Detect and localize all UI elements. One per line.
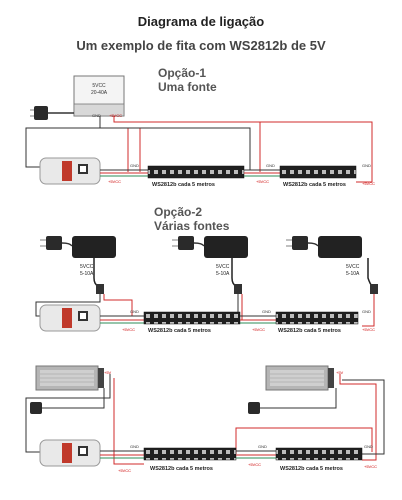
option-2-title: Opção-2: [154, 205, 203, 219]
mains-plug: [30, 106, 74, 120]
adapter-current-label: 5-10A: [80, 271, 94, 277]
plus5vcc-label: +5VCC: [108, 179, 121, 184]
option-1-diagram: 5VCC 20-40A GND +5VCC GND: [25, 75, 375, 188]
led-strip: [275, 311, 359, 325]
metal-power-supply: [265, 365, 334, 391]
gnd-label: GND: [362, 163, 371, 168]
adapter-voltage-label: 5VCC: [346, 264, 360, 270]
plus5v-label: +5V: [104, 370, 112, 375]
gnd-label: GND: [130, 444, 139, 449]
plus5vcc-label: +5VCC: [122, 327, 135, 332]
gnd-label: GND: [262, 309, 271, 314]
mains-plug: [30, 402, 42, 414]
gnd-label: GND: [266, 163, 275, 168]
plus5vcc-label: +5VCC: [364, 464, 377, 469]
power-supply-unit: 5VCC 20-40A GND +5VCC: [73, 75, 125, 118]
power-adapter: 5VCC 5-10A: [40, 236, 116, 294]
led-strip: [275, 447, 363, 461]
power-adapter: 5VCC 5-10A: [172, 236, 248, 294]
psu-gnd-label: GND: [92, 113, 101, 118]
led-strip: [143, 447, 237, 461]
psu-5vcc-label: +5VCC: [109, 113, 122, 118]
led-strip: [147, 165, 245, 179]
gnd-label: GND: [130, 163, 139, 168]
plus5vcc-label: +5VCC: [362, 181, 375, 186]
plus5v-label: +5V: [336, 370, 344, 375]
gnd-label: GND: [362, 309, 371, 314]
metal-power-supply: [35, 365, 104, 391]
strip-label: WS2812b cada 5 metros: [283, 182, 346, 188]
diagram-title: Diagrama de ligação: [137, 14, 265, 29]
gnd-label: GND: [258, 444, 267, 449]
plus5vcc-label: +5VCC: [362, 327, 375, 332]
plus5vcc-label: +5VCC: [252, 327, 265, 332]
adapter-voltage-label: 5VCC: [80, 264, 94, 270]
plus5vcc-label: +5VCC: [256, 179, 269, 184]
adapter-voltage-label: 5VCC: [216, 264, 230, 270]
strip-label: WS2812b cada 5 metros: [152, 182, 215, 188]
gnd-label: GND: [364, 444, 373, 449]
plus5vcc-label: +5VCC: [118, 468, 131, 473]
psu-current-label: 20-40A: [91, 90, 108, 96]
led-strip: [279, 165, 357, 179]
option-3-diagram: +5V +5V GND +5V: [25, 365, 385, 473]
option-1-heading: Opção-1 Uma fonte: [158, 66, 217, 94]
power-adapter: 5VCC 5-10A: [286, 236, 378, 294]
adapter-current-label: 5-10A: [216, 271, 230, 277]
strip-label: WS2812b cada 5 metros: [148, 328, 211, 334]
controller-box: [39, 439, 101, 467]
adapter-current-label: 5-10A: [346, 271, 360, 277]
strip-label: WS2812b cada 5 metros: [280, 466, 343, 472]
plus5vcc-label: +5VCC: [248, 462, 261, 467]
option-2-diagram: 5VCC 5-10A 5VCC 5-10A 5VCC 5-10A: [35, 236, 378, 334]
strip-label: WS2812b cada 5 metros: [150, 466, 213, 472]
option-2-subtitle: Várias fontes: [154, 219, 230, 233]
psu-voltage-label: 5VCC: [92, 83, 106, 89]
option-2-heading: Opção-2 Várias fontes: [154, 205, 229, 233]
strip-label: WS2812b cada 5 metros: [278, 328, 341, 334]
mains-plug: [248, 402, 260, 414]
gnd-label: GND: [130, 309, 139, 314]
controller-box: [39, 157, 101, 185]
controller-box: [39, 304, 101, 332]
diagram-subtitle: Um exemplo de fita com WS2812b de 5V: [76, 38, 326, 53]
led-strip: [143, 311, 241, 325]
option-1-subtitle: Uma fonte: [158, 80, 217, 94]
option-1-title: Opção-1: [158, 66, 207, 80]
